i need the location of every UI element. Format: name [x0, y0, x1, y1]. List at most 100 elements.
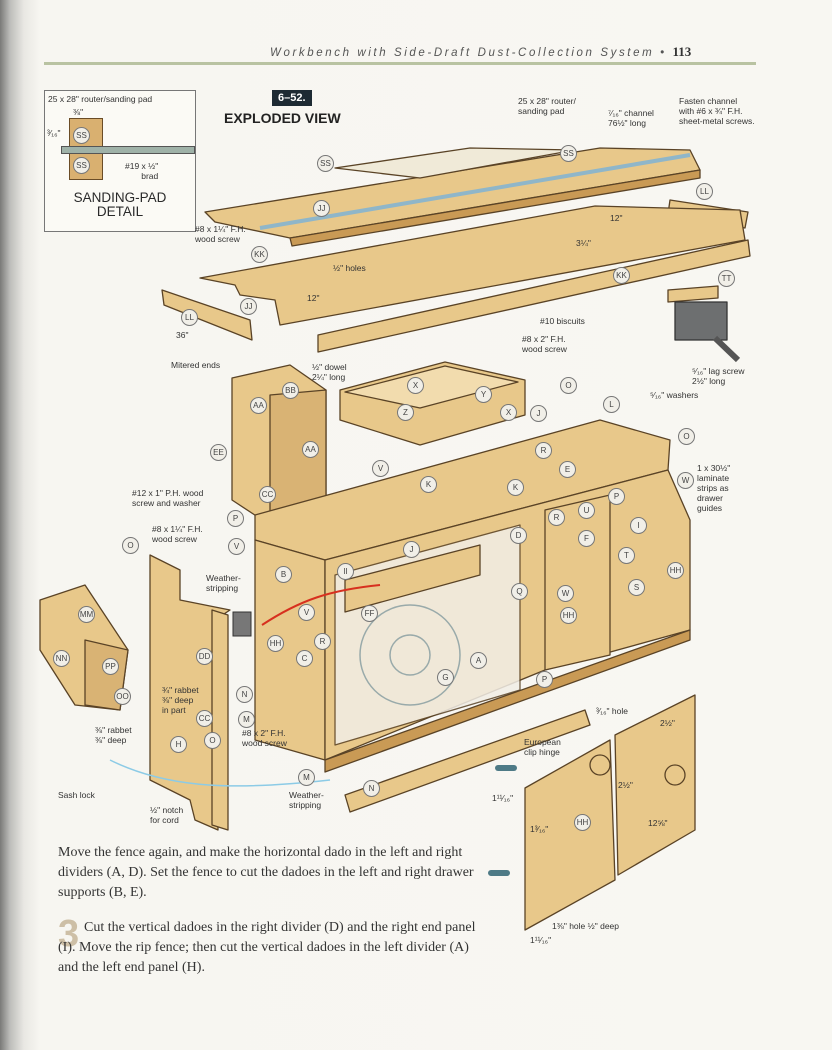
callout-dim-3q: 3¼": [576, 238, 591, 248]
callout-dim-36: 36": [176, 330, 189, 340]
part-tag: JJ: [240, 298, 257, 315]
callout-screw-side: #8 x 1¼" F.H. wood screw: [152, 524, 203, 544]
vise: [674, 301, 728, 341]
callout-weatherstripping-1: Weather- stripping: [206, 573, 241, 593]
part-tag: D: [510, 527, 527, 544]
part-tag: KK: [251, 246, 268, 263]
callout-dim-1-11-a: 1¹¹⁄₁₆": [492, 793, 514, 803]
part-tag: II: [337, 563, 354, 580]
part-tag: HH: [560, 607, 577, 624]
part-tag: HH: [574, 814, 591, 831]
part-tag: SS: [317, 155, 334, 172]
detail-dim-width: ⅜": [73, 107, 84, 117]
callout-sash-lock: Sash lock: [58, 790, 95, 800]
detail-dim-depth: ³⁄₁₆": [47, 128, 61, 138]
part-tag: LL: [181, 309, 198, 326]
callout-washers: ⁵⁄₁₆" washers: [650, 390, 699, 400]
part-tag: P: [536, 671, 553, 688]
part-tag: R: [548, 509, 565, 526]
part-tag: X: [407, 377, 424, 394]
base: [324, 629, 691, 773]
callout-hinge: European clip hinge: [524, 737, 561, 757]
drawer-front-ff: [344, 544, 481, 613]
callout-mitered: Mitered ends: [171, 360, 221, 370]
callout-rabbet-deep: ⅜" rabbet ⅜" deep: [95, 725, 132, 745]
callout-dim-1316: 1³⁄₁₆": [530, 824, 549, 834]
vise-jaw: [667, 285, 719, 303]
part-tag: O: [678, 428, 695, 445]
part-tag: LL: [696, 183, 713, 200]
callout-dowel: ½" dowel 2¼" long: [312, 362, 347, 382]
part-tag: J: [403, 541, 420, 558]
part-tag: PP: [102, 658, 119, 675]
part-tag: HH: [667, 562, 684, 579]
callout-screw-top: #8 x 1¼" F.H. wood screw: [195, 224, 246, 244]
part-tag: V: [228, 538, 245, 555]
part-tag: CC: [259, 486, 276, 503]
part-tag: R: [535, 442, 552, 459]
part-tag: AA: [302, 441, 319, 458]
part-tag: O: [560, 377, 577, 394]
figure-number: 6–52.: [272, 90, 312, 106]
callout-weatherstripping-2: Weather- stripping: [289, 790, 324, 810]
door-right-panel: [614, 694, 696, 876]
callout-dim-12a: 12": [307, 293, 320, 303]
part-tag: W: [557, 585, 574, 602]
part-tag: H: [170, 736, 187, 753]
channel: [259, 153, 691, 230]
part-tag: O: [204, 732, 221, 749]
part-tag: O: [122, 537, 139, 554]
step-number: 3: [58, 913, 80, 955]
part-tag: SS: [560, 145, 577, 162]
callout-notch: ½" notch for cord: [150, 805, 184, 825]
callout-router-pad: 25 x 28" router/ sanding pad: [518, 96, 576, 116]
paragraph-1: Move the fence again, and make the horiz…: [58, 845, 474, 900]
part-tag: Z: [397, 404, 414, 421]
callout-dim-2h-a: 2½": [660, 718, 675, 728]
callout-dim-12-5: 12⅝": [648, 818, 668, 828]
part-tag: NN: [53, 650, 70, 667]
callout-rabbet-part: ¾" rabbet ⅜" deep in part: [162, 685, 199, 715]
part-tag: HH: [267, 635, 284, 652]
callout-hole-316: ³⁄₁₆" hole: [596, 706, 628, 716]
wire: [261, 584, 381, 626]
part-tag: W: [677, 472, 694, 489]
part-tag: V: [298, 604, 315, 621]
power-cord: [109, 759, 331, 787]
figure-title: EXPLODED VIEW: [224, 110, 341, 126]
part-tag: T: [618, 547, 635, 564]
detail-pad: [61, 146, 195, 154]
part-tag: U: [578, 502, 595, 519]
running-title: Workbench with Side-Draft Dust-Collectio…: [270, 47, 655, 59]
callout-cup-hole: 1⅜" hole ½" deep: [552, 921, 620, 931]
part-tag: CC: [196, 710, 213, 727]
callout-fasten-channel: Fasten channel with #6 x ¾" F.H. sheet-m…: [679, 96, 755, 126]
part-tag: P: [227, 510, 244, 527]
part-tag: DD: [196, 648, 213, 665]
part-tag: KK: [613, 267, 630, 284]
part-tag: K: [507, 479, 524, 496]
callout-screw-bottom: #8 x 2" F.H. wood screw: [242, 728, 287, 748]
part-tag: R: [314, 633, 331, 650]
part-tag: F: [578, 530, 595, 547]
top-edge: [289, 169, 701, 247]
part-tag: JJ: [313, 200, 330, 217]
part-tag: B: [275, 566, 292, 583]
part-tag: M: [238, 711, 255, 728]
part-tag: M: [298, 769, 315, 786]
callout-laminate: 1 x 30½" laminate strips as drawer guide…: [697, 463, 731, 513]
part-tag: A: [470, 652, 487, 669]
part-tag: BB: [282, 382, 299, 399]
header-rule: [44, 62, 756, 65]
callout-dim-1-11-b: 1¹¹⁄₁₆": [530, 935, 552, 945]
part-tag: V: [372, 460, 389, 477]
part-tag: N: [363, 780, 380, 797]
detail-title: SANDING-PAD DETAIL: [73, 190, 167, 219]
part-tag: EE: [210, 444, 227, 461]
part-tag: J: [530, 405, 547, 422]
part-tag: MM: [78, 606, 95, 623]
part-tag: K: [420, 476, 437, 493]
running-head: Workbench with Side-Draft Dust-Collectio…: [270, 44, 691, 60]
part-tag: C: [296, 650, 313, 667]
